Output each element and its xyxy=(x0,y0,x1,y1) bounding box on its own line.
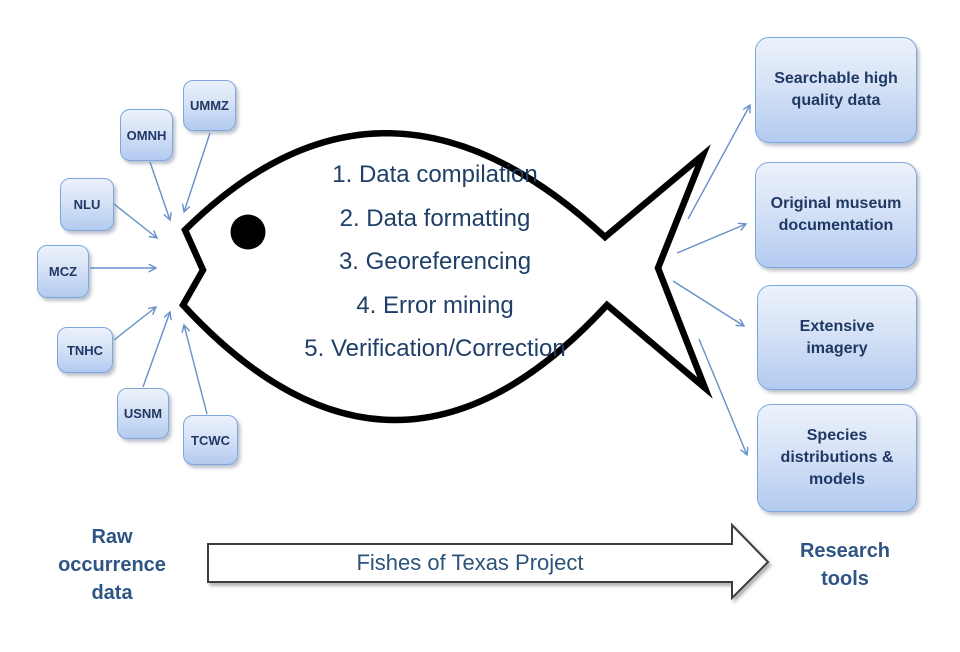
connector-fish-to-output-3 xyxy=(672,280,744,326)
process-arrow-shape xyxy=(207,522,770,601)
source-box-nlu: NLU xyxy=(60,178,114,231)
process-step-3: 3. Georeferencing xyxy=(338,248,532,275)
raw-occurrence-data-caption: Raw occurrence data xyxy=(58,526,166,604)
output-box-museum-docs: Original museum documentation xyxy=(755,162,917,268)
connector-nlu-to-fish xyxy=(113,203,157,238)
output-box-label: Original museum documentation xyxy=(770,195,902,234)
source-box-label: MCZ xyxy=(48,264,78,279)
output-box-label: Species distributions & models xyxy=(780,427,894,488)
fish-outline xyxy=(178,130,713,424)
connector-ummz-to-fish xyxy=(184,132,211,212)
connector-fish-to-output-4 xyxy=(698,338,747,455)
output-box-searchable-data: Searchable high quality data xyxy=(755,37,917,143)
source-box-label: NLU xyxy=(73,197,101,212)
output-box-label: Searchable high quality data xyxy=(774,70,898,109)
connector-fish-to-output-1 xyxy=(687,105,750,220)
connector-arrows xyxy=(90,105,750,455)
process-step-4: 4. Error mining xyxy=(356,291,514,319)
source-box-tnhc: TNHC xyxy=(57,327,113,373)
source-box-omnh: OMNH xyxy=(120,109,173,161)
process-step-1: 1. Data compilation xyxy=(332,161,538,188)
source-box-label: TCWC xyxy=(191,432,230,448)
source-box-usnm: USNM xyxy=(117,388,169,439)
source-box-label: TNHC xyxy=(66,342,104,358)
source-box-ummz: UMMZ xyxy=(183,80,236,131)
fish-process-steps: 1. Data compilation 2. Data formatting 3… xyxy=(245,153,625,371)
process-step-5: 5. Verification/Correction xyxy=(304,335,566,362)
connector-tnhc-to-fish xyxy=(113,307,156,341)
research-tools-caption: Research tools xyxy=(799,540,891,590)
connector-omnh-to-fish xyxy=(149,161,170,220)
source-box-label: OMNH xyxy=(126,127,167,143)
output-box-species-models: Species distributions & models xyxy=(757,404,917,512)
output-box-label: Extensive imagery xyxy=(799,317,875,357)
source-box-label: USNM xyxy=(123,406,163,421)
output-box-imagery: Extensive imagery xyxy=(757,285,917,390)
source-box-mcz: MCZ xyxy=(37,245,89,298)
process-step-2: 2. Data formatting xyxy=(339,204,531,232)
connector-usnm-to-fish xyxy=(142,312,170,388)
connector-tcwc-to-fish xyxy=(184,325,208,415)
fish-eye xyxy=(230,214,266,250)
process-arrow-label: Fishes of Texas Project xyxy=(356,550,584,575)
source-box-label: UMMZ xyxy=(190,98,229,113)
source-box-tcwc: TCWC xyxy=(183,415,238,465)
connector-fish-to-output-2 xyxy=(676,224,746,254)
